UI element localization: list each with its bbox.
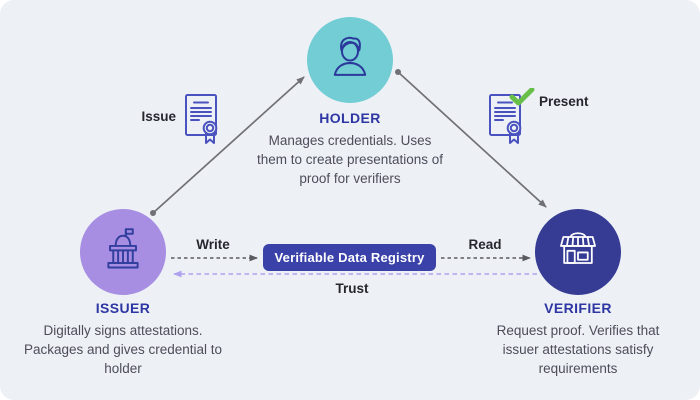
write-label: Write <box>196 237 230 252</box>
verifier-label: VERIFIER <box>544 300 612 316</box>
verifier-node <box>535 209 621 295</box>
issue-label: Issue <box>141 109 176 124</box>
issuer-description: Digitally signs attestations. Packages a… <box>23 323 223 377</box>
certificate-check-icon <box>486 87 536 148</box>
holder-node <box>307 17 393 103</box>
issuer-node <box>80 209 166 295</box>
verifiable-data-registry-box: Verifiable Data Registry <box>263 244 436 271</box>
present-label: Present <box>539 94 589 109</box>
certificate-icon <box>181 91 225 147</box>
issuer-label: ISSUER <box>95 300 151 316</box>
verifier-description: Request proof. Verifies that issuer atte… <box>496 323 660 377</box>
trust-label: Trust <box>335 281 369 296</box>
holder-description: Manages credentials. Uses them to create… <box>256 133 444 187</box>
storefront-icon <box>552 224 604 281</box>
read-label: Read <box>468 237 502 252</box>
holder-label: HOLDER <box>319 110 381 126</box>
government-building-icon <box>97 224 149 281</box>
person-icon <box>323 31 377 90</box>
